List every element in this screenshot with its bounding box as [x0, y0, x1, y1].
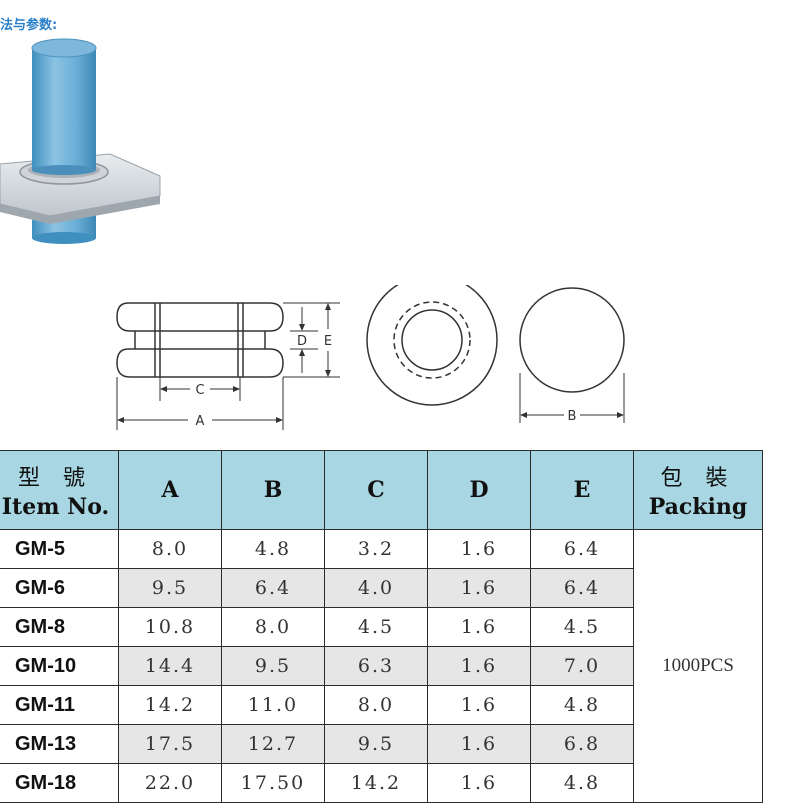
- c-cell: 4.5: [324, 607, 428, 647]
- c-cell: 3.2: [324, 529, 428, 569]
- dim-label-e: E: [324, 334, 332, 349]
- d-cell: 1.6: [427, 529, 531, 569]
- e-cell: 6.4: [530, 568, 634, 608]
- d-cell: 1.6: [427, 724, 531, 764]
- a-cell: 17.5: [118, 724, 222, 764]
- c-cell: 14.2: [324, 763, 428, 803]
- table-row: GM-18 22.0 17.50 14.2 1.6 4.8: [0, 763, 763, 803]
- a-cell: 10.8: [118, 607, 222, 647]
- item-no-cell: GM-11: [0, 685, 119, 725]
- table-row: GM-11 14.2 11.0 8.0 1.6 4.8: [0, 685, 763, 725]
- e-cell: 4.8: [530, 763, 634, 803]
- b-cell: 8.0: [221, 607, 325, 647]
- header-e: E: [530, 450, 634, 530]
- c-cell: 9.5: [324, 724, 428, 764]
- page-title: 法与参数:: [0, 18, 58, 33]
- table-row: GM-6 9.5 6.4 4.0 1.6 6.4: [0, 568, 763, 608]
- d-cell: 1.6: [427, 607, 531, 647]
- header-b: B: [221, 450, 325, 530]
- header-c: C: [324, 450, 428, 530]
- e-cell: 7.0: [530, 646, 634, 686]
- b-cell: 6.4: [221, 568, 325, 608]
- b-cell: 17.50: [221, 763, 325, 803]
- e-cell: 4.5: [530, 607, 634, 647]
- b-cell: 12.7: [221, 724, 325, 764]
- grommet-front-view: [366, 285, 498, 406]
- a-cell: 14.2: [118, 685, 222, 725]
- c-cell: 8.0: [324, 685, 428, 725]
- dim-label-d: D: [297, 334, 307, 349]
- d-cell: 1.6: [427, 568, 531, 608]
- dim-label-a: A: [196, 414, 205, 429]
- e-cell: 4.8: [530, 685, 634, 725]
- table-row: GM-5 8.0 4.8 3.2 1.6 6.4 1000PCS: [0, 529, 763, 803]
- a-cell: 8.0: [118, 529, 222, 569]
- b-cell: 9.5: [221, 646, 325, 686]
- b-cell: 11.0: [221, 685, 325, 725]
- b-cell: 4.8: [221, 529, 325, 569]
- item-no-cell: GM-18: [0, 763, 119, 803]
- a-cell: 22.0: [118, 763, 222, 803]
- item-no-cell: GM-8: [0, 607, 119, 647]
- a-cell: 9.5: [118, 568, 222, 608]
- d-cell: 1.6: [427, 763, 531, 803]
- c-cell: 6.3: [324, 646, 428, 686]
- grommet-product-illustration: [0, 38, 161, 244]
- c-cell: 4.0: [324, 568, 428, 608]
- grommet-side-view: [116, 302, 284, 378]
- table-row: GM-8 10.8 8.0 4.5 1.6 4.5: [0, 607, 763, 647]
- a-cell: 14.4: [118, 646, 222, 686]
- e-cell: 6.4: [530, 529, 634, 569]
- item-no-cell: GM-5: [0, 529, 119, 569]
- dim-label-c: C: [195, 383, 204, 398]
- e-cell: 6.8: [530, 724, 634, 764]
- packing-cell: 1000PCS: [633, 529, 763, 803]
- item-no-cell: GM-10: [0, 646, 119, 686]
- d-cell: 1.6: [427, 646, 531, 686]
- item-no-cell: GM-13: [0, 724, 119, 764]
- header-a: A: [118, 450, 222, 530]
- table-row: GM-13 17.5 12.7 9.5 1.6 6.8: [0, 724, 763, 764]
- table-row: GM-10 14.4 9.5 6.3 1.6 7.0: [0, 646, 763, 686]
- item-no-cell: GM-6: [0, 568, 119, 608]
- header-d: D: [427, 450, 531, 530]
- dimension-drawings: C A D E B: [116, 285, 625, 430]
- panel-hole-view: [519, 287, 625, 423]
- d-cell: 1.6: [427, 685, 531, 725]
- dim-label-b: B: [568, 409, 577, 424]
